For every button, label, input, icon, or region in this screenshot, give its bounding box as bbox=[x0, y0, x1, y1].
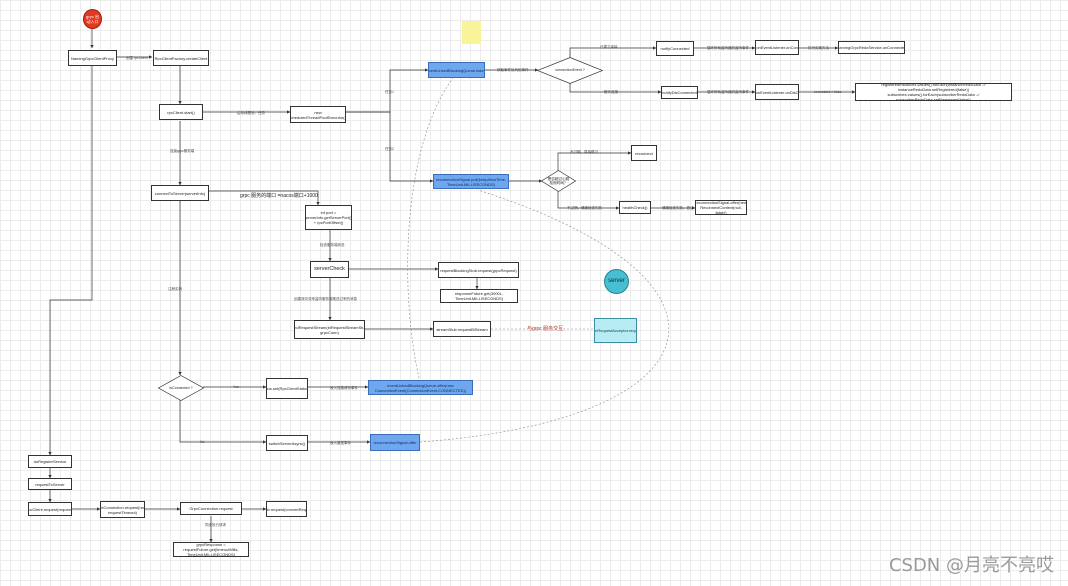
edge-signal-to-reconnect bbox=[419, 189, 670, 443]
health-check-node: healthCheck() bbox=[619, 201, 651, 214]
rpc-client-start-node: rpcClient.start() bbox=[159, 104, 203, 120]
reconnect-node: reconnect bbox=[631, 145, 657, 161]
reconnect-context-node: reconnectionSignal.poll(keepAliveTime, T… bbox=[433, 174, 509, 189]
reconnect-context-offer-node: reconnectionSignal.offer(new ReconnectCo… bbox=[695, 200, 747, 215]
reconnect-check-diamond-label: 是否超过心跳检测时间？ bbox=[547, 176, 570, 185]
edge-diamond-to-health bbox=[557, 191, 620, 210]
label-task-1: 任务1 bbox=[385, 90, 394, 94]
edge-connect-to-port bbox=[209, 190, 320, 206]
label-queue-reconnect: 放入重连事件 bbox=[330, 441, 351, 445]
on-connected-listener-node: connectionEventListener.onConnected() bbox=[755, 40, 799, 55]
edge-diamond-to-notify-disconnected bbox=[569, 82, 662, 94]
label-grpc-service-link: 与grpc 服务交互 bbox=[527, 326, 564, 332]
label-register: 注册实例 bbox=[168, 287, 182, 291]
notify-disconnected-node: notifyDisConnected bbox=[661, 86, 698, 99]
label-yes: Yes bbox=[233, 385, 239, 389]
server-check-node: serverCheck bbox=[310, 261, 349, 278]
label-task-2: 任务2 bbox=[385, 147, 394, 151]
naming-redo-connected-node: NamingGrpcRedoService.onConnected bbox=[838, 41, 905, 54]
redo-data-reset-node: registeredInstances.values().forEach(ins… bbox=[855, 83, 1012, 101]
scheduled-thread-pool-node: new ScheduledThreadPoolExecutor(2) bbox=[290, 106, 346, 123]
is-connected-diamond-label: isConnected ? bbox=[169, 385, 193, 390]
current-connection-request-node: currentConnection.request(request, reque… bbox=[100, 501, 145, 518]
notify-connected-node: notifyConnected bbox=[656, 41, 694, 56]
label-disconnected: 断开连接 bbox=[604, 90, 618, 94]
grpc-connection-request-node: GrpcConnection.request bbox=[180, 502, 242, 515]
label-health-fail: 健康检查失败，尝试 bbox=[662, 206, 694, 210]
rpc-client-request-node: rpcClient.request(request) bbox=[28, 502, 72, 516]
connection-event-diamond bbox=[537, 57, 603, 84]
event-queue-take-node: eventLinkedBlockingQueue.take() bbox=[428, 62, 485, 78]
edge-naming-to-do-register bbox=[48, 66, 93, 456]
connection-event-diamond-label: connectionEvent ? bbox=[555, 68, 585, 73]
redo-instances-text: registeredInstances.values().forEach(ins… bbox=[881, 83, 986, 92]
is-connected-diamond bbox=[158, 375, 204, 401]
edge-event-to-queue-take bbox=[407, 77, 454, 383]
edge-cond-to-switch bbox=[179, 400, 267, 444]
label-queue-event: 放入连接成功事件 bbox=[330, 386, 358, 390]
sticky-note bbox=[462, 21, 481, 44]
on-disconnected-listener-node: connectionEventListener.onDisConnect() bbox=[755, 84, 799, 100]
label-create-client: 创建 rpcClient bbox=[126, 56, 148, 60]
edge-diamond-to-notify-connected bbox=[569, 46, 657, 58]
watermark: CSDN @月亮不亮哎 bbox=[888, 555, 1054, 576]
request-blocking-stub-node: requestBlockingStub.request(grpcRequest) bbox=[438, 262, 519, 278]
label-bind-stream-note: 创建双向流来监听服务端推送过来的消息 bbox=[294, 297, 357, 301]
grpc-bi-stream-acceptor-node: GrpcBiStreamRequestAcceptor.requestBiStr… bbox=[594, 318, 637, 343]
label-connected: 已建立连接 bbox=[600, 45, 618, 49]
stream-request-bi-node: streamStub.requestBiStream bbox=[433, 321, 491, 337]
label-connect-server: 连接grpc服务端 bbox=[170, 149, 195, 153]
redo-subscribes-text: subscribes.values().forEach(subscriberRe… bbox=[887, 92, 980, 101]
rpc-client-factory-node: RpcClientFactory.createClient bbox=[153, 50, 209, 66]
grpc-response-node: grpcResponse = requestFuture.get(timeout… bbox=[173, 542, 249, 557]
label-take-event: 获取事件队列的事件 bbox=[497, 68, 529, 72]
reconnect-check-diamond bbox=[541, 170, 576, 192]
server-node: server bbox=[604, 269, 629, 294]
label-set-false: connected = false bbox=[814, 90, 842, 94]
rpc-client-status-node: rpcClientStatus.set(RpcClientStatus.RUNN… bbox=[266, 378, 308, 399]
label-redo-service: 执行实现方法 bbox=[808, 46, 829, 50]
switch-server-async-node: switchServerAsync() bbox=[266, 435, 308, 451]
reconnection-signal-node: reconnectionSignal.offer bbox=[370, 434, 420, 451]
event-queue-offer-node: eventLinkedBlockingQueue.offer(new Conne… bbox=[368, 380, 473, 395]
start-node: grpc 启动入口 bbox=[83, 9, 102, 29]
label-grpc-port-note: grpc 服务的端口 =nacos端口+1000 bbox=[240, 193, 318, 199]
response-future-node: responseFuture.get(3000L, TimeUnit.MILLI… bbox=[440, 289, 518, 303]
naming-grpc-client-proxy-node: NamingGrpcClientProxy bbox=[68, 50, 117, 66]
connect-to-server-node: connectToServer(serverInfo) bbox=[151, 185, 209, 201]
label-notify-listener: 循环所有监听器的监听事件 bbox=[707, 46, 749, 50]
edge-pool-to-reconnect bbox=[346, 111, 434, 183]
label-sync-request: 同步执行请求 bbox=[205, 523, 226, 527]
do-register-service-node: doRegisterService bbox=[28, 455, 72, 468]
label-timeout: 不过期，健康检查失败 bbox=[567, 206, 602, 210]
request-to-server-node: requestToServer bbox=[28, 478, 72, 490]
bind-request-stream-node: bindRequestStream(biRequestStreamStub, g… bbox=[294, 320, 365, 339]
next-port-node: int port = serverInfo.getServerPort() + … bbox=[305, 205, 352, 230]
label-check-server: 检查服务端状态 bbox=[320, 243, 345, 247]
label-notify-listener-2: 循环所有监听器的监听事件 bbox=[707, 90, 749, 94]
grpc-future-stub-node: grpcFutureStub.request(convertRequest(re… bbox=[266, 501, 307, 517]
label-start-thread: 启动线程池：任务 bbox=[237, 111, 265, 115]
edge-diamond-to-reconnect-node bbox=[557, 151, 632, 171]
label-not-timeout: 不过期，直接跳过 bbox=[570, 150, 598, 154]
label-no: No bbox=[200, 440, 205, 444]
